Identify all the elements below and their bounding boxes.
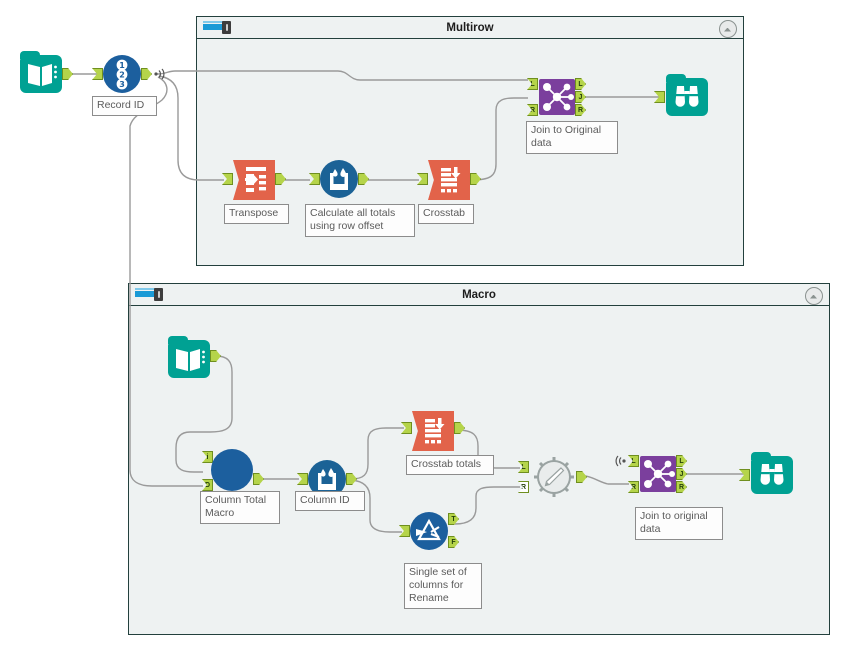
input-port[interactable] [92,68,103,80]
annotation-join-original: Join to Original data [526,121,618,154]
output-port-right[interactable]: R [676,481,687,493]
tool-browse-multirow[interactable] [654,74,708,116]
sawblade-rename-icon [532,455,574,497]
wireless-connection-icon [612,454,628,467]
tool-join-original-macro[interactable]: L R L J R [615,455,687,493]
output-port[interactable] [210,350,221,362]
svg-text:3: 3 [119,80,125,89]
toggle-switch-icon[interactable] [203,21,233,34]
tool-join-original[interactable]: L R L J R [527,78,586,116]
tool-column-total-macro[interactable]: i D [202,449,264,491]
annotation-column-total: Column Total Macro [200,491,280,524]
tool-multi-row-formula[interactable] [309,160,369,198]
container-title-macro: Macro [462,289,496,301]
tool-browse-macro[interactable] [739,452,793,494]
numbered-list-icon: 1 2 3 [103,55,141,93]
tool-crosstab[interactable] [417,160,481,200]
tool-transpose[interactable] [222,160,286,200]
crosstab-icon [412,411,454,451]
tool-input-data-main[interactable] [20,51,73,93]
wireless-connection-icon [153,67,169,80]
join-nodes-icon [539,79,575,115]
container-body-multirow [197,39,743,265]
output-port-left[interactable]: L [676,455,687,467]
output-port[interactable] [346,473,357,485]
annotation-filter-rename: Single set of columns for Rename [404,563,482,609]
book-input-icon [20,51,62,93]
output-port[interactable] [141,68,152,80]
tool-container-multirow[interactable]: Multirow [196,16,744,266]
output-port-false[interactable]: F [448,536,459,548]
join-nodes-icon [640,456,676,492]
chevron-up-icon[interactable] [719,20,737,38]
tool-column-id[interactable] [297,449,357,498]
container-header-multirow[interactable]: Multirow [197,17,743,39]
annotation-crosstab-totals: Crosstab totals [406,455,494,475]
annotation-join-macro: Join to original data [635,507,723,540]
tool-crosstab-totals[interactable] [401,411,465,451]
annotation-record-id: Record ID [92,96,157,116]
svg-text:1: 1 [119,61,125,70]
annotation-crosstab: Crosstab [418,204,474,224]
output-port-true[interactable]: T [448,513,459,525]
output-port-join[interactable]: J [575,91,586,103]
output-port-join[interactable]: J [676,468,687,480]
output-port[interactable] [275,173,286,185]
annotation-column-id: Column ID [295,491,365,511]
tool-input-data-macro[interactable] [168,336,221,378]
output-port[interactable] [253,473,264,485]
crosstab-icon [428,160,470,200]
tool-filter-rename[interactable]: T F [399,512,459,550]
macro-circle-icon [211,449,253,491]
output-port-right[interactable]: R [575,104,586,116]
container-header-macro[interactable]: Macro [129,284,829,306]
tool-dynamic-rename[interactable]: L R [518,455,587,497]
svg-text:2: 2 [119,71,125,80]
annotation-transpose: Transpose [224,204,289,224]
output-port[interactable] [470,173,481,185]
chevron-up-icon[interactable] [805,287,823,305]
output-port-left[interactable]: L [575,78,586,90]
container-title-multirow: Multirow [446,22,494,34]
beaker-droplet-icon [320,160,358,198]
annotation-multirow-formula: Calculate all totals using row offset [305,204,415,237]
binoculars-icon [666,74,708,116]
transpose-icon [233,160,275,200]
binoculars-icon [751,452,793,494]
tool-record-id[interactable]: 1 2 3 [92,55,165,93]
output-port[interactable] [454,422,465,434]
output-port[interactable] [576,471,587,483]
funnel-filter-icon [410,512,448,550]
output-port[interactable] [358,173,369,185]
output-port[interactable] [62,68,73,80]
book-input-icon [168,336,210,378]
